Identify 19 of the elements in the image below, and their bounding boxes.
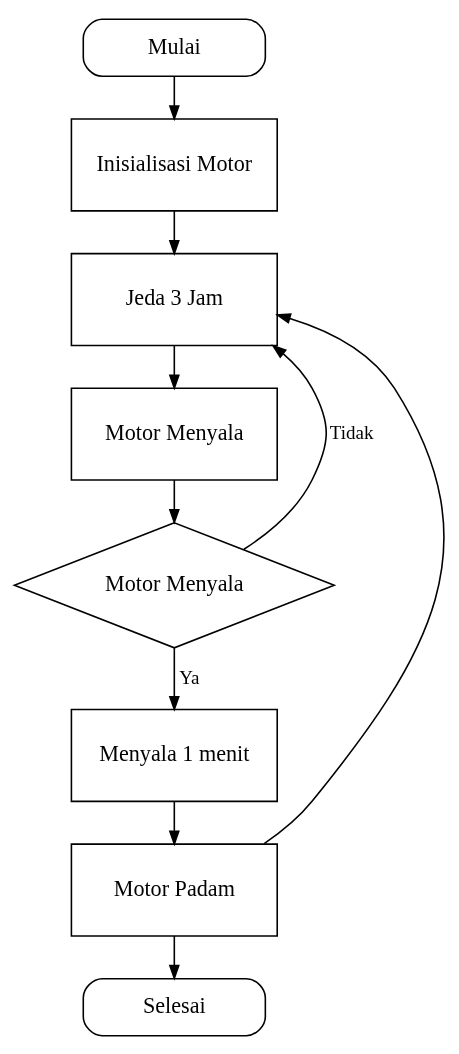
node-box: Mulai: [82, 18, 267, 77]
arrow: [168, 209, 180, 256]
node-box: Motor Menyala: [70, 386, 278, 481]
arrow: [168, 478, 180, 525]
node-box: Inisialisasi Motor: [70, 117, 278, 212]
arrow: [168, 934, 180, 981]
node-box: Motor Padam: [70, 842, 278, 937]
node-box: Jeda 3 Jam: [70, 252, 278, 346]
arrow: [168, 75, 180, 121]
arrow: [168, 344, 180, 390]
arrow: [263, 312, 445, 844]
node-diamond: Motor Menyala: [12, 521, 337, 649]
arrow: [168, 646, 180, 712]
node-box: Menyala 1 menit: [70, 708, 278, 802]
arrow: [168, 800, 180, 846]
node-box: Selesai: [82, 977, 267, 1036]
edge-label: Tidak: [329, 421, 374, 443]
arrow: [243, 343, 328, 550]
edge-label: Ya: [179, 666, 200, 688]
